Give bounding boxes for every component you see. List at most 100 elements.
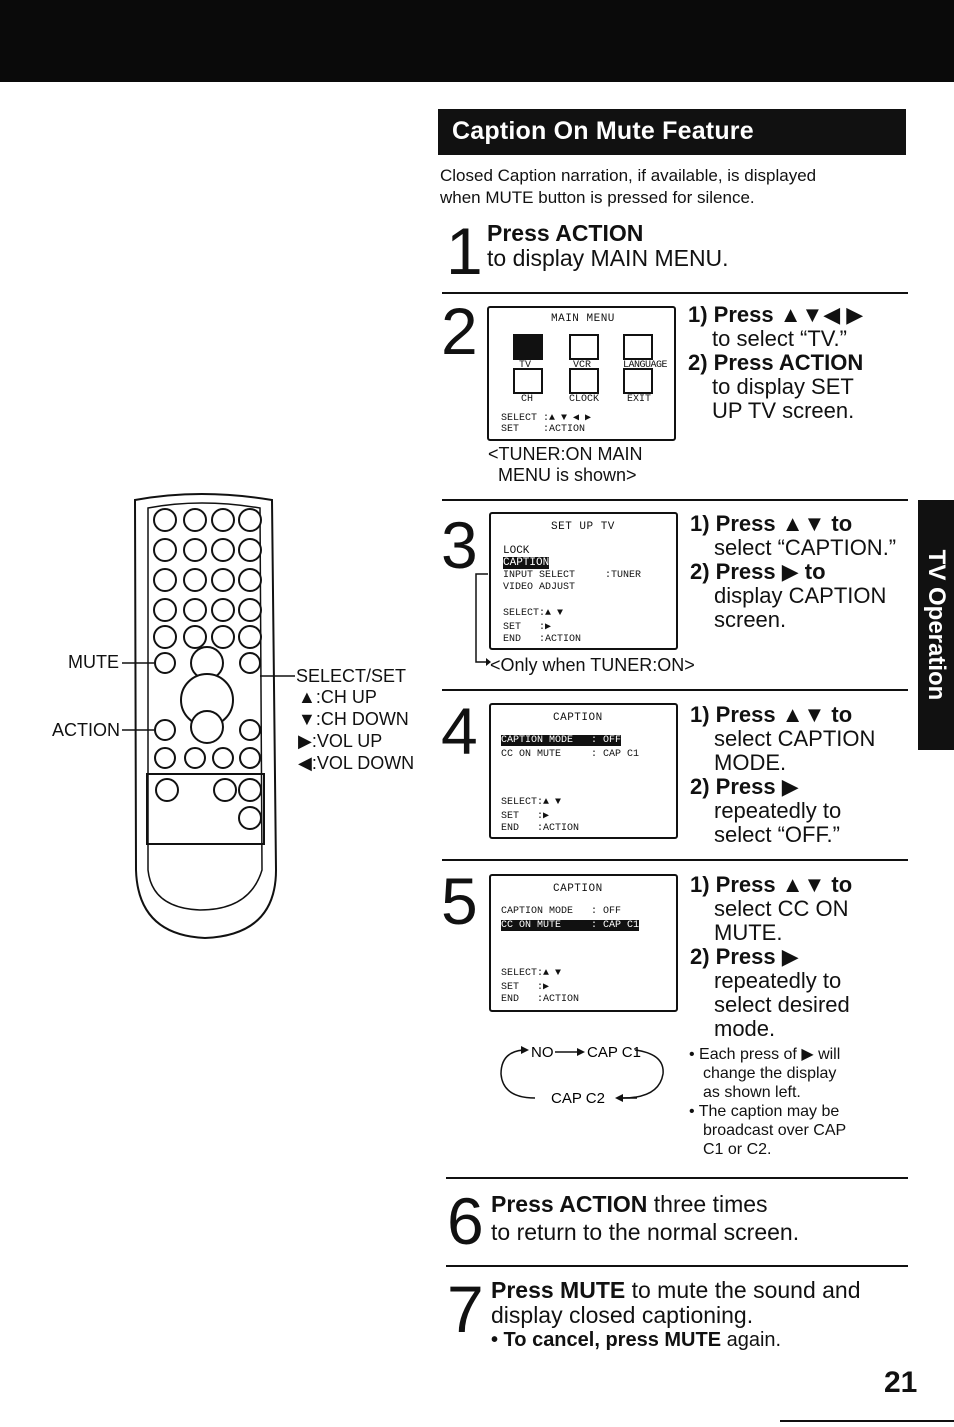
step-4-instr-4: 2) Press ▶ [690, 774, 799, 799]
step-5-instr-4: 2) Press ▶ [690, 944, 799, 969]
icon-label-exit: EXIT [627, 394, 652, 405]
step-3-instructions: 1) Press ▲▼ to select “CAPTION.” 2) Pres… [690, 512, 896, 632]
step-6-line2: to return to the normal screen. [491, 1219, 800, 1245]
setup-tv-row-input: INPUT SELECT :TUNER [503, 570, 642, 581]
step-2-instr-2: to select “TV.” [712, 326, 847, 351]
icon-label-ch: CH [521, 394, 534, 405]
side-tab: TV Operation [918, 500, 954, 750]
step-5-bullets: • Each press of ▶ will change the displa… [689, 1045, 846, 1159]
step-2-note-2: MENU is shown> [498, 465, 637, 485]
exit-icon [623, 368, 653, 394]
step-5-number: 5 [441, 864, 478, 938]
step-5-instr-1: 1) Press ▲▼ to [690, 872, 853, 897]
step-1-text: Press ACTION to display MAIN MENU. [487, 221, 729, 271]
step-7-text: Press MUTE to mute the sound and display… [491, 1278, 861, 1353]
caption-select-step5: SELECT:▲ ▼ [501, 968, 562, 979]
cc-on-mute-row-step4: CC ON MUTE : CAP C1 [501, 749, 640, 760]
divider-5 [446, 1177, 908, 1179]
step-3-instr-1: 1) Press ▲▼ to [690, 511, 853, 536]
caption-mode-row-step4: CAPTION MODE : OFF [501, 735, 622, 746]
bullet-2-line-1: • The caption may be [689, 1103, 840, 1120]
language-icon [623, 334, 653, 360]
main-menu-screen: MAIN MENU TV VCR LANGUAGE CH CLOCK EXIT … [487, 306, 676, 441]
step-5-instr-2: select CC ON [714, 896, 849, 921]
main-menu-title: MAIN MENU [551, 313, 615, 325]
main-menu-select: SELECT :▲ ▼ ◀ ▶ [501, 413, 592, 424]
side-tab-label: TV Operation [923, 549, 950, 701]
step-2-note: <TUNER:ON MAIN MENU is shown> [488, 444, 643, 486]
step-7-head-bold: Press MUTE [491, 1277, 626, 1303]
bullet-1-line-1: • Each press of ▶ will [689, 1046, 841, 1063]
setup-tv-set: SET :▶ [503, 622, 552, 633]
step-2-instr-5: UP TV screen. [712, 398, 855, 423]
step-7-head: Press MUTE to mute the sound and [491, 1278, 861, 1303]
remote-control-illustration [122, 493, 295, 940]
remote-ch-down-label: ▼:CH DOWN [298, 709, 409, 729]
icon-label-tv: TV [519, 360, 532, 371]
caption-screen-step5: CAPTION CAPTION MODE : OFF CC ON MUTE : … [489, 874, 678, 1012]
icon-label-language: LANGUAGE [623, 360, 668, 371]
caption-title-step5: CAPTION [553, 883, 603, 895]
caption-end-step5: END :ACTION [501, 994, 580, 1005]
step-4-number: 4 [441, 694, 478, 768]
step-4-instr-3: MODE. [714, 750, 787, 775]
step-7-line2: display closed captioning. [491, 1302, 754, 1328]
step-4-instr-6: select “OFF.” [714, 822, 840, 847]
main-menu-set: SET :ACTION [501, 424, 586, 435]
step-3-instr-4: display CAPTION [714, 583, 887, 608]
bullet-2-line-3: C1 or C2. [703, 1141, 772, 1158]
step-4-instr-5: repeatedly to [714, 798, 842, 823]
setup-tv-screen: SET UP TV LOCK CAPTION INPUT SELECT :TUN… [489, 512, 678, 650]
divider-1 [442, 292, 908, 294]
step-3-instr-5: screen. [714, 607, 787, 632]
bullet-1-line-3: as shown left. [703, 1084, 801, 1101]
setup-tv-end: END :ACTION [503, 634, 582, 645]
step-3-instr-3: 2) Press ▶ to [690, 559, 826, 584]
step-6-head: Press ACTION three times [491, 1192, 799, 1217]
setup-tv-title: SET UP TV [551, 521, 615, 533]
section-title-text: Caption On Mute Feature [452, 117, 754, 145]
setup-tv-row-video: VIDEO ADJUST [503, 582, 576, 593]
step-5-instructions: 1) Press ▲▼ to select CC ON MUTE. 2) Pre… [690, 873, 852, 1041]
remote-vol-down-label: ◀:VOL DOWN [298, 753, 415, 773]
section-title: Caption On Mute Feature [438, 109, 906, 155]
clock-icon [569, 368, 599, 394]
step-1-head: Press ACTION [487, 220, 644, 246]
remote-mute-label: MUTE [68, 652, 119, 672]
step-2-instr-4: to display SET [712, 374, 854, 399]
bottom-rule [780, 1420, 954, 1422]
remote-action-label: ACTION [52, 720, 121, 740]
page-number: 21 [884, 1366, 918, 1399]
tv-icon [513, 334, 543, 360]
step-1-line2: to display MAIN MENU. [487, 245, 729, 271]
icon-label-vcr: VCR [573, 360, 592, 371]
bullet-2-line-2: broadcast over CAP [703, 1122, 847, 1139]
cc-on-mute-row-step5: CC ON MUTE : CAP C1 [501, 920, 640, 931]
step-3-number: 3 [441, 508, 478, 582]
step-5-instr-3: MUTE. [714, 920, 783, 945]
divider-3 [442, 689, 908, 691]
step-7-head-rest: to mute the sound and [625, 1277, 861, 1303]
step-4-instructions: 1) Press ▲▼ to select CAPTION MODE. 2) P… [690, 703, 875, 847]
caption-set-step5: SET :▶ [501, 982, 550, 993]
divider-6 [446, 1265, 908, 1267]
step-2-instructions: 1) Press ▲▼◀ ▶ to select “TV.” 2) Press … [688, 303, 863, 423]
divider-2 [442, 499, 908, 501]
caption-cycle-diagram: NO CAP C1 CAP C2 [500, 1044, 664, 1107]
step-3-instr-2: select “CAPTION.” [714, 535, 897, 560]
step-3-note: <Only when TUNER:ON> [490, 655, 695, 675]
step-6-text: Press ACTION three times to return to th… [491, 1192, 799, 1245]
step-2-instr-1: 1) Press ▲▼◀ ▶ [688, 302, 864, 327]
step-7-number: 7 [447, 1272, 484, 1346]
step-7-cancel-rest: again. [721, 1329, 782, 1351]
step-2-note-1: <TUNER:ON MAIN [488, 444, 643, 464]
step-5-instr-7: mode. [714, 1016, 776, 1041]
step-4-instr-1: 1) Press ▲▼ to [690, 702, 853, 727]
step-6-number: 6 [447, 1184, 484, 1258]
remote-select-set-label: SELECT/SET [296, 666, 407, 686]
step-7-cancel: • To cancel, press MUTE again. [491, 1328, 861, 1353]
intro-line-1: Closed Caption narration, if available, … [440, 166, 817, 185]
icon-label-clock: CLOCK [569, 394, 600, 405]
cycle-cap-c2: CAP C2 [551, 1090, 605, 1107]
divider-4 [442, 859, 908, 861]
